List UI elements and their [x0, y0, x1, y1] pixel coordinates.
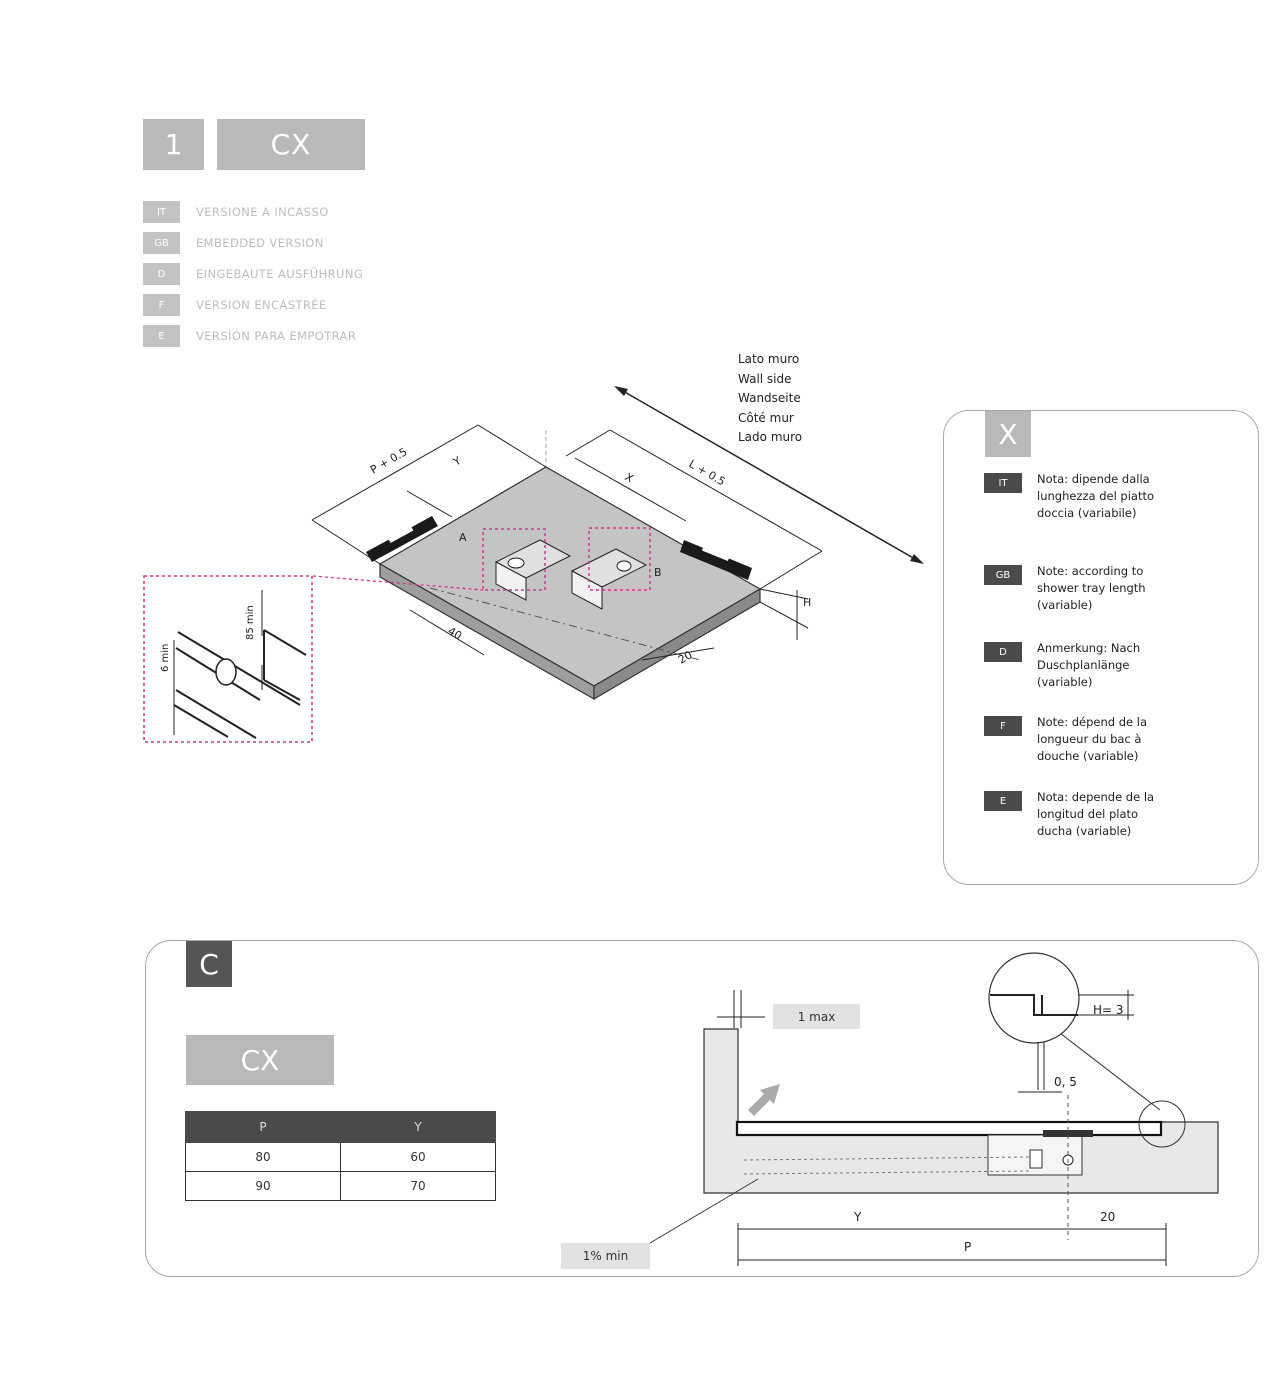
lang-code: F — [143, 294, 180, 316]
arrow-head-icon — [910, 554, 924, 564]
table-row: 90 70 — [185, 1171, 496, 1201]
drain-box-b — [570, 548, 648, 610]
lang-row-f: F VERSION ENCASTRÉE — [143, 294, 327, 316]
p-dim-label: P — [964, 1240, 971, 1254]
lang-label: VERSIONE A INCASSO — [196, 205, 329, 219]
max-gap-label: 1 max — [773, 1004, 860, 1029]
lang-label: VERSION ENCASTRÉE — [196, 298, 327, 312]
table-header-y: Y — [340, 1111, 496, 1143]
note-code: E — [984, 791, 1022, 811]
note-panel-badge: X — [985, 411, 1031, 457]
lang-row-d: D EINGEBAUTE AUSFÜHRUNG — [143, 263, 363, 285]
note-text: Nota: depende de la longitud del plato d… — [1037, 790, 1155, 838]
lang-code: GB — [143, 232, 180, 254]
lang-row-e: E VERSIÓN PARA EMPOTRAR — [143, 325, 356, 347]
detail-highlight-b — [588, 527, 651, 591]
note-code: D — [984, 642, 1022, 662]
tray-section — [735, 1120, 1163, 1137]
dimension-lines — [311, 424, 823, 661]
h-dimension-label: H — [803, 596, 811, 609]
x-dimension-label: X — [623, 470, 636, 485]
note-text: Note: according to shower tray length (v… — [1037, 564, 1146, 612]
y-dimension-label: Y — [450, 454, 463, 469]
detail-dim-arrows — [173, 590, 263, 735]
model-badge: CX — [217, 119, 365, 170]
spirit-level-left-icon — [366, 516, 438, 562]
dimensions-table: P Y 80 60 90 70 — [185, 1111, 496, 1201]
detail-6-label: 6 min — [160, 644, 171, 672]
center-line — [429, 587, 701, 661]
lang-code: E — [143, 325, 180, 347]
wall-side-labels: Lato muro Wall side Wandseite Côté mur L… — [738, 350, 802, 448]
detail-highlight-a — [482, 528, 546, 591]
magnified-edge — [990, 994, 1078, 1016]
detail-drain-drawing — [173, 629, 307, 739]
install-arrow-icon — [748, 1084, 780, 1116]
cross-section-diagram: H= 3 0, 5 Y 20 P — [649, 952, 1219, 1266]
isometric-tray-diagram: P + 0.5 Y X L + 0.5 A B H 40 20 85 min 6… — [143, 386, 924, 743]
slope-leader — [649, 1178, 759, 1244]
arrow-head-icon — [614, 386, 628, 396]
wall-side-arrow — [615, 386, 923, 564]
note-code: F — [984, 716, 1022, 736]
note-text: Anmerkung: Nach Duschplanlänge (variable… — [1037, 641, 1141, 689]
wall-side-d: Wandseite — [738, 391, 801, 405]
drain-a-label: A — [459, 531, 467, 544]
distance-40-label: 40 — [446, 624, 465, 642]
spirit-level-right-icon — [680, 540, 752, 580]
drain-grate — [1043, 1130, 1093, 1137]
l-dimension-label: L + 0.5 — [687, 457, 728, 488]
tray-top — [378, 466, 762, 687]
floor-wall-block — [703, 1028, 1219, 1194]
h3-label: H= 3 — [1093, 1003, 1124, 1017]
detail-pipe-icon — [215, 658, 237, 686]
wall-side-e: Lado muro — [738, 430, 803, 444]
lang-row-it: IT VERSIONE A INCASSO — [143, 201, 329, 223]
lang-row-gb: GB EMBEDDED VERSION — [143, 232, 324, 254]
note-code: GB — [984, 565, 1022, 585]
lang-label: EINGEBAUTE AUSFÜHRUNG — [196, 267, 364, 281]
drain-trap — [1029, 1149, 1043, 1169]
lang-label: VERSIÓN PARA EMPOTRAR — [196, 329, 357, 343]
distance-20-label: 20 — [676, 648, 695, 666]
table-cell: 70 — [340, 1171, 496, 1201]
y-dim-label: Y — [853, 1210, 862, 1224]
gap-label: 0, 5 — [1054, 1075, 1077, 1089]
lang-label: EMBEDDED VERSION — [196, 236, 324, 250]
step-number-badge: 1 — [143, 119, 204, 170]
p-dimension-label: P + 0.5 — [368, 445, 409, 476]
magnify-target-circle — [1138, 1100, 1186, 1148]
note-text: Note: dépend de la longueur du bac à dou… — [1037, 715, 1148, 763]
table-cell: 80 — [185, 1142, 341, 1172]
table-cell: 90 — [185, 1171, 341, 1201]
lang-code: D — [143, 263, 180, 285]
slope-label: 1% min — [561, 1243, 650, 1269]
detail-85-label: 85 min — [245, 605, 256, 640]
distance-20-label: 20 — [1100, 1210, 1115, 1224]
detail-leader-line — [312, 575, 484, 591]
note-code: IT — [984, 473, 1022, 493]
wall-side-it: Lato muro — [738, 352, 800, 366]
section-c-model-badge: CX — [186, 1035, 334, 1085]
lang-code: IT — [143, 201, 180, 223]
wall-side-gb: Wall side — [738, 371, 792, 386]
drain-b-label: B — [654, 566, 662, 579]
drain-box-a — [494, 539, 572, 601]
section-c-badge: C — [186, 941, 232, 987]
note-text: Nota: dipende dalla lunghezza del piatto… — [1037, 472, 1155, 520]
wall-side-f: Côté mur — [738, 410, 794, 425]
